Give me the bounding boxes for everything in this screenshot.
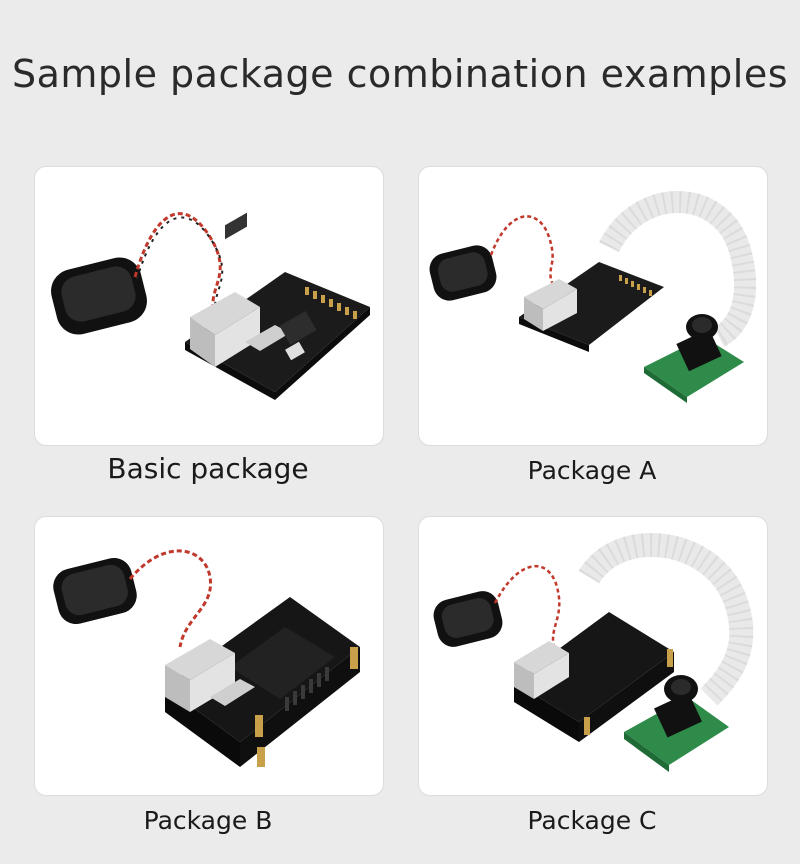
speaker-icon <box>51 257 147 335</box>
speaker-icon <box>429 245 497 301</box>
product-card-c <box>418 516 768 796</box>
board-icon <box>185 212 370 400</box>
caption-b: Package B <box>143 806 273 835</box>
product-card-basic <box>34 166 384 446</box>
product-image-c <box>433 533 754 772</box>
camera-icon <box>624 675 729 772</box>
board-icon <box>519 262 664 352</box>
product-image-b <box>53 549 360 767</box>
camera-icon <box>644 314 744 403</box>
product-image-a <box>429 191 757 403</box>
caption-basic: Basic package <box>107 452 309 485</box>
caption-c: Package C <box>527 806 657 835</box>
board-with-case-icon <box>165 597 360 767</box>
product-image-basic <box>51 212 370 400</box>
product-card-b <box>34 516 384 796</box>
speaker-icon <box>433 591 503 647</box>
page-title: Sample package combination examples <box>12 52 788 96</box>
product-card-a <box>418 166 768 446</box>
speaker-icon <box>53 557 137 625</box>
board-with-case-icon <box>514 612 674 742</box>
caption-a: Package A <box>527 456 657 485</box>
